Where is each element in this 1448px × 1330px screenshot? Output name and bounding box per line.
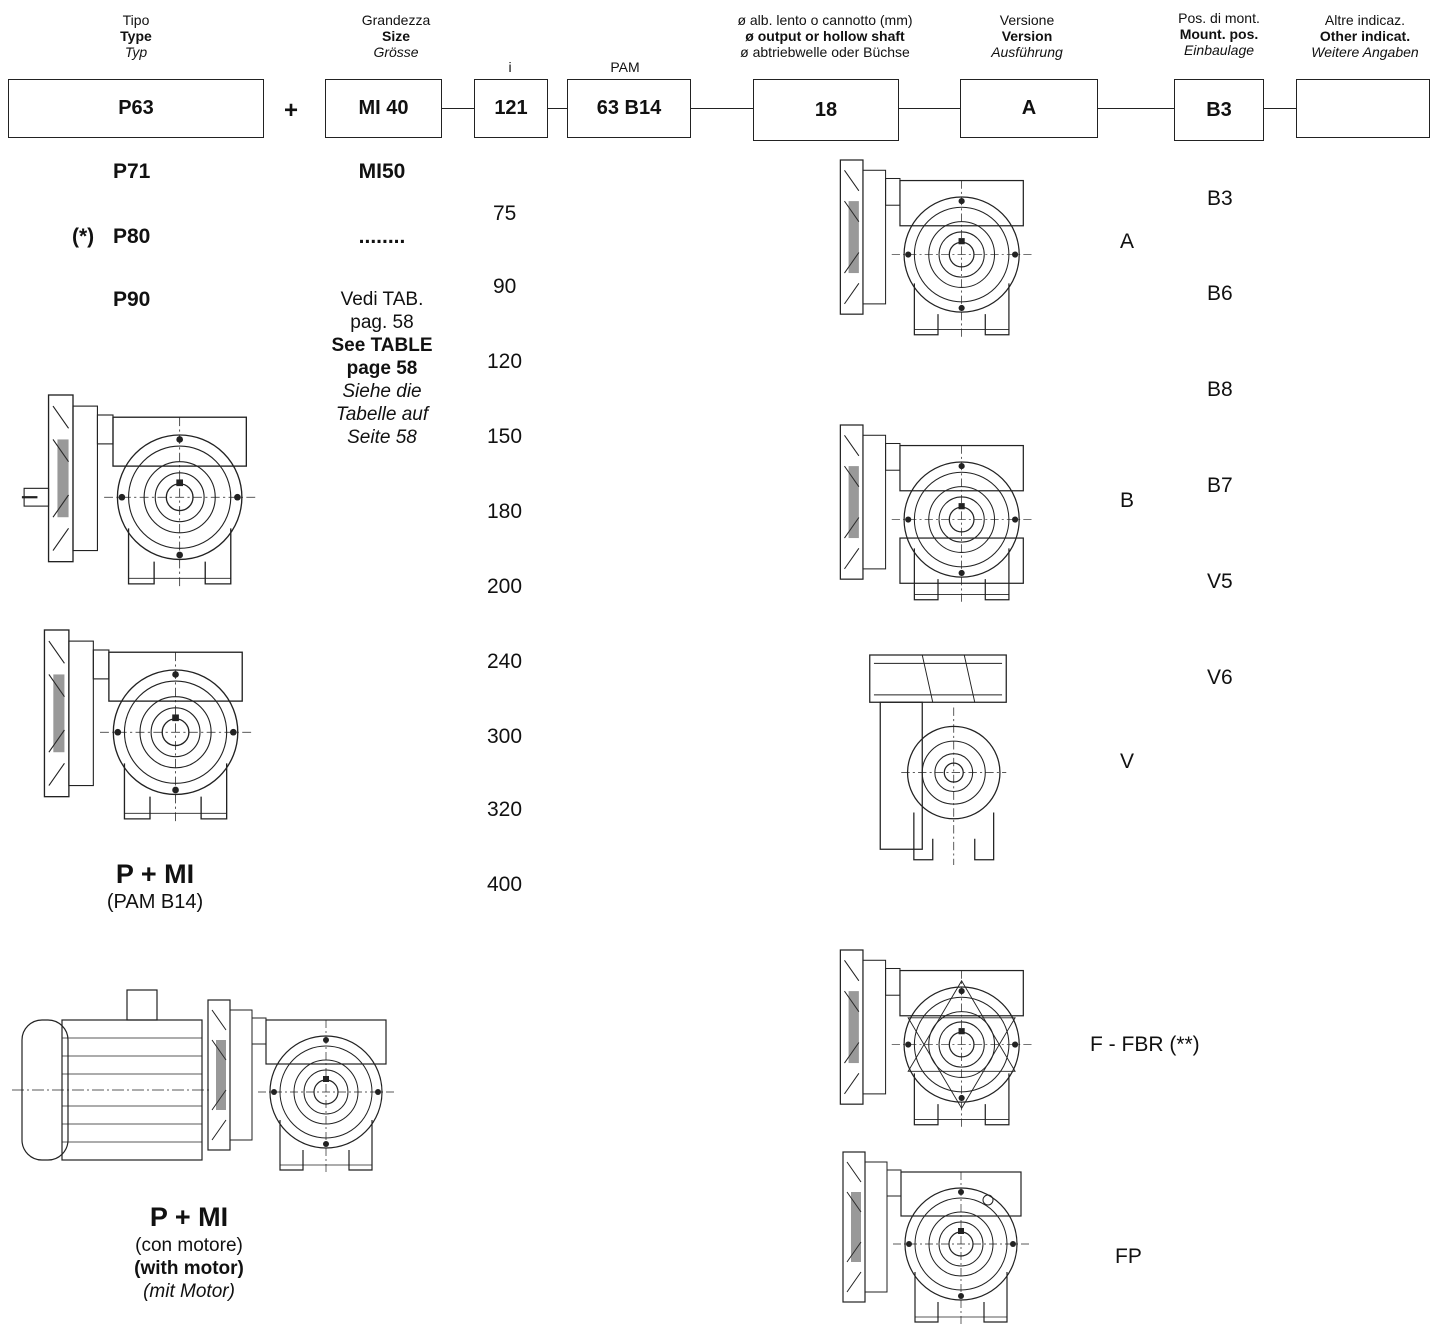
mount-option: B6 bbox=[1207, 282, 1233, 305]
version-label-f-fbr: F - FBR (**) bbox=[1090, 1033, 1200, 1056]
header-shaft: ø alb. lento o cannotto (mm) ø output or… bbox=[700, 12, 950, 60]
header-other: Altre indicaz. Other indicat. Weitere An… bbox=[1290, 12, 1440, 60]
header-type: Tipo Type Typ bbox=[91, 12, 181, 60]
caption-motor-de: (mit Motor) bbox=[143, 1281, 235, 1302]
header-version-en: Version bbox=[1001, 28, 1053, 44]
code-box-mount: B3 bbox=[1174, 79, 1264, 141]
size-note-line: Seite 58 bbox=[347, 427, 417, 448]
ratio-option: 400 bbox=[487, 873, 523, 896]
mount-option: V6 bbox=[1207, 666, 1233, 689]
size-note: Vedi TAB. pag. 58 See TABLE page 58 Sieh… bbox=[331, 288, 432, 449]
header-type-it: Tipo bbox=[122, 12, 150, 28]
header-version-it: Versione bbox=[999, 12, 1055, 28]
header-shaft-en: ø output or hollow shaft bbox=[745, 28, 905, 44]
mount-option: B3 bbox=[1207, 187, 1233, 210]
header-mount-de: Einbaulage bbox=[1183, 42, 1255, 58]
header-other-en: Other indicat. bbox=[1319, 28, 1411, 44]
caption-motor-title: P + MI bbox=[149, 1202, 229, 1232]
version-label-fp: FP bbox=[1115, 1245, 1142, 1268]
gearbox-drawing-with-motor bbox=[12, 989, 395, 1173]
connector-line bbox=[899, 108, 960, 109]
ratio-option: 75 bbox=[493, 202, 517, 225]
gearbox-drawing-version-a bbox=[839, 159, 1033, 338]
header-pam: PAM bbox=[585, 59, 665, 75]
size-note-line: Tabelle auf bbox=[335, 404, 429, 425]
header-ratio-label: i bbox=[508, 59, 512, 75]
caption-pam-sub: (PAM B14) bbox=[106, 891, 204, 913]
version-label-b: B bbox=[1120, 489, 1135, 512]
gearbox-drawing-pam-input-shaft bbox=[21, 394, 256, 587]
code-box-ratio: 121 bbox=[474, 79, 548, 138]
ratio-option: 120 bbox=[487, 350, 523, 373]
header-shaft-de: ø abtriebwelle oder Büchse bbox=[740, 44, 910, 60]
size-note-line: Vedi TAB. bbox=[340, 289, 424, 310]
code-box-type: P63 bbox=[8, 79, 264, 138]
gearbox-drawing-version-f-fbr bbox=[839, 949, 1033, 1128]
plus-sign: + bbox=[284, 97, 299, 124]
size-note-line: See TABLE bbox=[331, 335, 433, 356]
gearbox-drawing-version-b bbox=[839, 424, 1033, 603]
header-version: Versione Version Ausführung bbox=[967, 12, 1087, 60]
header-version-de: Ausführung bbox=[991, 44, 1063, 60]
ratio-option: 240 bbox=[487, 650, 523, 673]
header-size: Grandezza Size Grösse bbox=[336, 12, 456, 60]
header-size-en: Size bbox=[381, 28, 410, 44]
version-label-a: A bbox=[1120, 230, 1135, 253]
ratio-option: 200 bbox=[487, 575, 523, 598]
ratio-option: 320 bbox=[487, 798, 523, 821]
header-pam-label: PAM bbox=[610, 59, 640, 75]
type-option: P90 bbox=[113, 288, 151, 311]
header-other-de: Weitere Angaben bbox=[1311, 44, 1419, 60]
header-other-it: Altre indicaz. bbox=[1324, 12, 1406, 28]
mount-option: V5 bbox=[1207, 570, 1233, 593]
ratio-option: 90 bbox=[493, 275, 517, 298]
caption-pam: P + MI (PAM B14) bbox=[107, 858, 203, 914]
connector-line bbox=[442, 108, 474, 109]
gearbox-drawing-version-v bbox=[869, 654, 1007, 865]
gearbox-drawing-pam-b14 bbox=[43, 629, 252, 822]
type-option: P80 bbox=[113, 225, 151, 248]
header-size-de: Grösse bbox=[373, 44, 419, 60]
connector-line bbox=[691, 108, 753, 109]
header-mount-it: Pos. di mont. bbox=[1178, 10, 1260, 26]
caption-motor-it: (con motore) bbox=[135, 1235, 243, 1256]
caption-motor: P + MI (con motore) (with motor) (mit Mo… bbox=[134, 1200, 244, 1303]
connector-line bbox=[1264, 108, 1296, 109]
type-option: P71 bbox=[113, 160, 151, 183]
code-box-pam: 63 B14 bbox=[567, 79, 691, 138]
ratio-option: 300 bbox=[487, 725, 523, 748]
code-box-other bbox=[1296, 79, 1430, 138]
code-box-shaft: 18 bbox=[753, 79, 899, 141]
connector-line bbox=[1098, 108, 1174, 109]
caption-pam-title: P + MI bbox=[115, 859, 195, 889]
header-shaft-it: ø alb. lento o cannotto (mm) bbox=[737, 12, 913, 28]
size-option: MI50 bbox=[358, 160, 406, 183]
code-box-size: MI 40 bbox=[325, 79, 442, 138]
type-note: (*) bbox=[72, 225, 95, 248]
header-ratio: i bbox=[490, 59, 530, 75]
header-mount: Pos. di mont. Mount. pos. Einbaulage bbox=[1160, 10, 1278, 58]
ratio-option: 150 bbox=[487, 425, 523, 448]
mount-option: B7 bbox=[1207, 474, 1233, 497]
mount-option: B8 bbox=[1207, 378, 1233, 401]
size-note-line: page 58 bbox=[346, 358, 418, 379]
header-size-it: Grandezza bbox=[361, 12, 431, 28]
size-option: ........ bbox=[358, 225, 406, 248]
header-type-en: Type bbox=[120, 28, 152, 44]
header-mount-en: Mount. pos. bbox=[1179, 26, 1259, 42]
header-type-de: Typ bbox=[124, 44, 148, 60]
caption-motor-en: (with motor) bbox=[134, 1258, 244, 1279]
gearbox-drawing-version-fp bbox=[842, 1151, 1030, 1325]
connector-line bbox=[548, 108, 567, 109]
ratio-option: 180 bbox=[487, 500, 523, 523]
code-box-version: A bbox=[960, 79, 1098, 138]
size-note-line: Siehe die bbox=[342, 381, 422, 402]
size-note-line: pag. 58 bbox=[350, 312, 414, 333]
version-label-v: V bbox=[1120, 750, 1135, 773]
